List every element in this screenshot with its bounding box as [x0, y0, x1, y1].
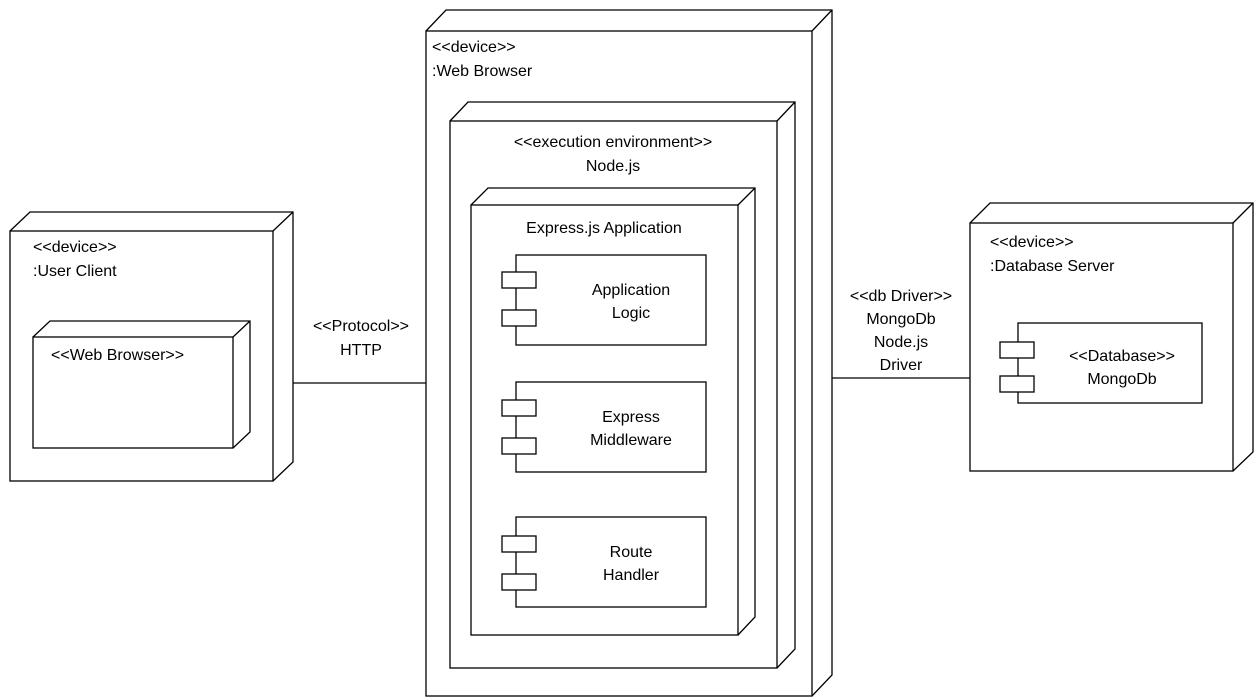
component-route-handler-line1: Route [610, 544, 653, 561]
user-client-stereotype: <<device>> [33, 239, 117, 256]
web-browser-device-name: :Web Browser [432, 63, 533, 80]
component-port-icon [501, 271, 537, 289]
database-server-stereotype: <<device>> [990, 234, 1074, 251]
component-port-icon [501, 535, 537, 553]
web-browser-inner-node-face [32, 336, 234, 449]
database-server-name: :Database Server [990, 258, 1115, 275]
user-client-name: :User Client [33, 263, 117, 280]
web-browser-device-stereotype: <<device>> [432, 39, 516, 56]
component-route-handler[interactable]: Route Handler [501, 516, 707, 608]
component-body [515, 516, 707, 608]
db-connector-label: <<db Driver>> MongoDb Node.js Driver [850, 288, 952, 374]
db-connector-line4: Driver [880, 357, 923, 374]
component-body [1017, 322, 1203, 404]
expressjs-application-label: Express.js Application [526, 220, 682, 237]
nodejs-execution-env-stereotype: <<execution environment>> [514, 134, 712, 151]
web-browser-device-edge [811, 9, 833, 32]
component-express-middleware[interactable]: Express Middleware [501, 381, 707, 473]
component-route-handler-line2: Handler [603, 567, 660, 584]
component-express-middleware-line2: Middleware [590, 432, 672, 449]
expressjs-application-edge [737, 187, 756, 206]
nodejs-execution-env-name: Node.js [586, 158, 640, 175]
component-port-icon [501, 437, 537, 455]
web-browser-device-node[interactable]: <<device>> :Web Browser <<execution envi… [425, 9, 833, 697]
component-mongodb-line2: MongoDb [1087, 371, 1156, 388]
nodejs-execution-env-node[interactable]: <<execution environment>> Node.js Expres… [449, 101, 796, 669]
component-express-middleware-line1: Express [602, 409, 660, 426]
web-browser-inner-label: <<Web Browser>> [51, 347, 184, 364]
component-body [515, 381, 707, 473]
db-connector-stereotype: <<db Driver>> [850, 288, 952, 305]
http-connector-name: HTTP [340, 342, 382, 359]
component-application-logic[interactable]: Application Logic [501, 254, 707, 346]
http-connector-label: <<Protocol>> HTTP [313, 318, 409, 359]
component-application-logic-line1: Application [592, 282, 670, 299]
user-client-node[interactable]: <<device>> :User Client <<Web Browser>> [9, 211, 294, 482]
nodejs-execution-env-edge [776, 101, 796, 122]
component-body [515, 254, 707, 346]
component-port-icon [501, 309, 537, 327]
web-browser-inner-node[interactable]: <<Web Browser>> [32, 320, 251, 449]
component-port-icon [999, 341, 1035, 359]
user-client-node-edge [272, 211, 294, 232]
component-mongodb-database[interactable]: <<Database>> MongoDb [999, 322, 1203, 404]
database-server-node-edge [1232, 202, 1254, 224]
component-mongodb-line1: <<Database>> [1069, 348, 1175, 365]
component-port-icon [501, 399, 537, 417]
component-application-logic-line2: Logic [612, 305, 650, 322]
component-port-icon [501, 573, 537, 591]
database-server-node[interactable]: <<device>> :Database Server <<Database>>… [969, 202, 1254, 472]
expressjs-application-node[interactable]: Express.js Application Application Logic… [470, 187, 756, 636]
db-connector-line3: Node.js [874, 334, 928, 351]
db-connector-line2: MongoDb [866, 311, 935, 328]
http-connector-stereotype: <<Protocol>> [313, 318, 409, 335]
web-browser-inner-node-edge [232, 320, 251, 338]
component-port-icon [999, 375, 1035, 393]
